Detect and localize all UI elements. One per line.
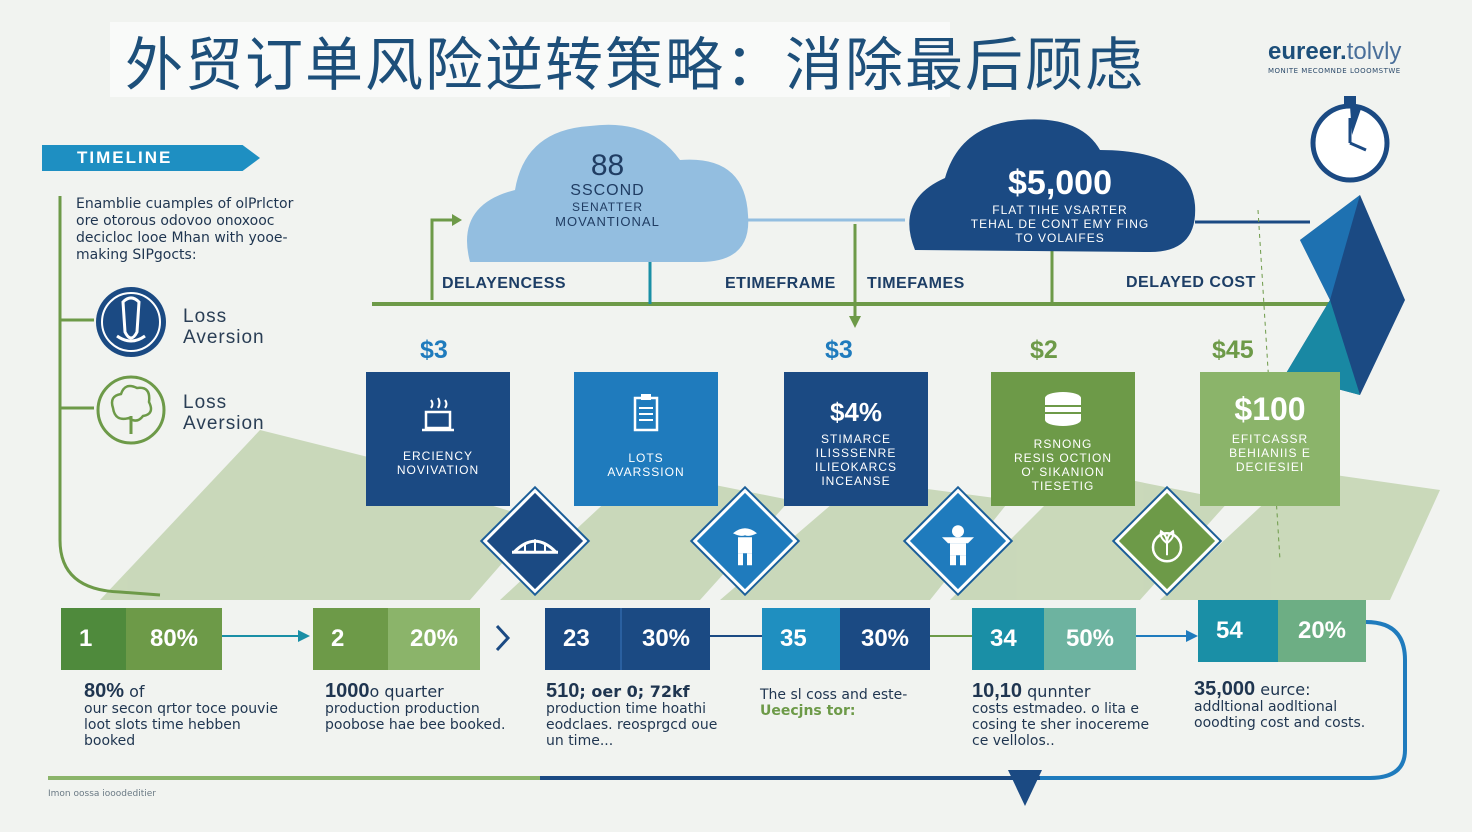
stat-block-6: 54 20% xyxy=(1198,600,1366,662)
track-label-etimeframe: ETIMEFRAME xyxy=(725,275,836,292)
page-title: 外贸订单风险逆转策略：消除最后顾虑 xyxy=(125,31,1146,99)
track-label-delayed-cost: DELAYED COST xyxy=(1126,274,1256,291)
desc-6: 35,000 eurce: addltional aodltional oood… xyxy=(1194,678,1366,731)
desc-5: 10,10 qunnter costs estmadeo. o lita e c… xyxy=(972,680,1150,749)
person-figure-icon xyxy=(942,525,974,566)
aversion-label-1: Loss Aversion xyxy=(183,306,265,348)
track-label-timefames: TIMEFAMES xyxy=(867,275,965,292)
card-resistance: RSNONG RESIS OCTION O' SIKANION TIESETIG xyxy=(991,372,1135,506)
stat-block-2: 2 20% xyxy=(313,608,480,670)
brand-name: eureer.tolvly xyxy=(1268,38,1402,65)
left-timeline-line xyxy=(58,196,161,597)
desc-3: 510; oer 0; 72kf production time hoathi … xyxy=(546,680,718,749)
cloud-left xyxy=(467,124,749,262)
desc-4: The sl coss and este- Ueecjns tor: xyxy=(760,687,908,719)
price-3: $2 xyxy=(1030,336,1058,364)
card-loss-aversion: LOTS AVARSSION xyxy=(574,372,718,506)
cloud-right-text: $5,000 FLAT TIHE VSARTER TEHAL DE CONT E… xyxy=(970,164,1150,245)
diamond-2 xyxy=(692,488,798,594)
footnote: Imon oossa iooodeditier xyxy=(48,789,157,799)
brand-logo: eureer.tolvly MONITE MECOMNDE LOOOMSTWE xyxy=(1268,38,1443,75)
intro-text: Enamblie cuamples of olPrlctor ore otoro… xyxy=(76,196,294,263)
diamond-4 xyxy=(1114,488,1220,594)
price-2: $3 xyxy=(825,336,853,364)
cloud-right xyxy=(909,119,1196,252)
aversion-label-2: Loss Aversion xyxy=(183,392,265,434)
desc-2: 1000o quarter production production poob… xyxy=(325,680,506,733)
bottom-arrow-head xyxy=(1008,770,1042,806)
desc-1: 80% of our secon qrtor toce pouvie loot … xyxy=(84,680,278,749)
coins-icon xyxy=(1045,392,1081,426)
diamond-1 xyxy=(482,488,588,594)
diamond-3 xyxy=(905,488,1011,594)
brand-tagline: MONITE MECOMNDE LOOOMSTWE xyxy=(1268,67,1401,75)
clipboard-icon xyxy=(633,394,659,432)
card-decision: $100 EFITCASSR BEHIANIIS E DECIESIEI xyxy=(1200,372,1340,506)
tree-icon xyxy=(96,375,166,445)
timeline-tag: TIMELINE xyxy=(42,145,260,171)
card-efficiency: ERCIENCY NOVIVATION xyxy=(366,372,510,506)
bridge-icon xyxy=(512,539,558,554)
seed-icon xyxy=(1151,529,1183,563)
price-1: $3 xyxy=(420,336,448,364)
plant-figure-icon xyxy=(733,528,757,566)
bottom-return-line xyxy=(1040,620,1407,780)
cloud-left-text: 88 SSCOND SENATTER MOVANTIONAL xyxy=(555,149,660,230)
cow-icon xyxy=(96,287,166,357)
card-estimate: $4% STIMARCE ILISSSENRE ILIEOKARCS INCEA… xyxy=(784,372,928,506)
track-label-delayencess: DELAYENCESS xyxy=(442,275,567,292)
stat-block-5: 34 50% xyxy=(972,608,1136,670)
stopwatch-icon xyxy=(1310,96,1390,183)
price-4: $45 xyxy=(1212,336,1254,364)
coffee-icon xyxy=(422,397,454,432)
stat-block-4: 35 30% xyxy=(762,608,930,670)
stat-block-3: 23 30% xyxy=(545,608,710,670)
stat-block-1: 1 80% xyxy=(61,608,222,670)
